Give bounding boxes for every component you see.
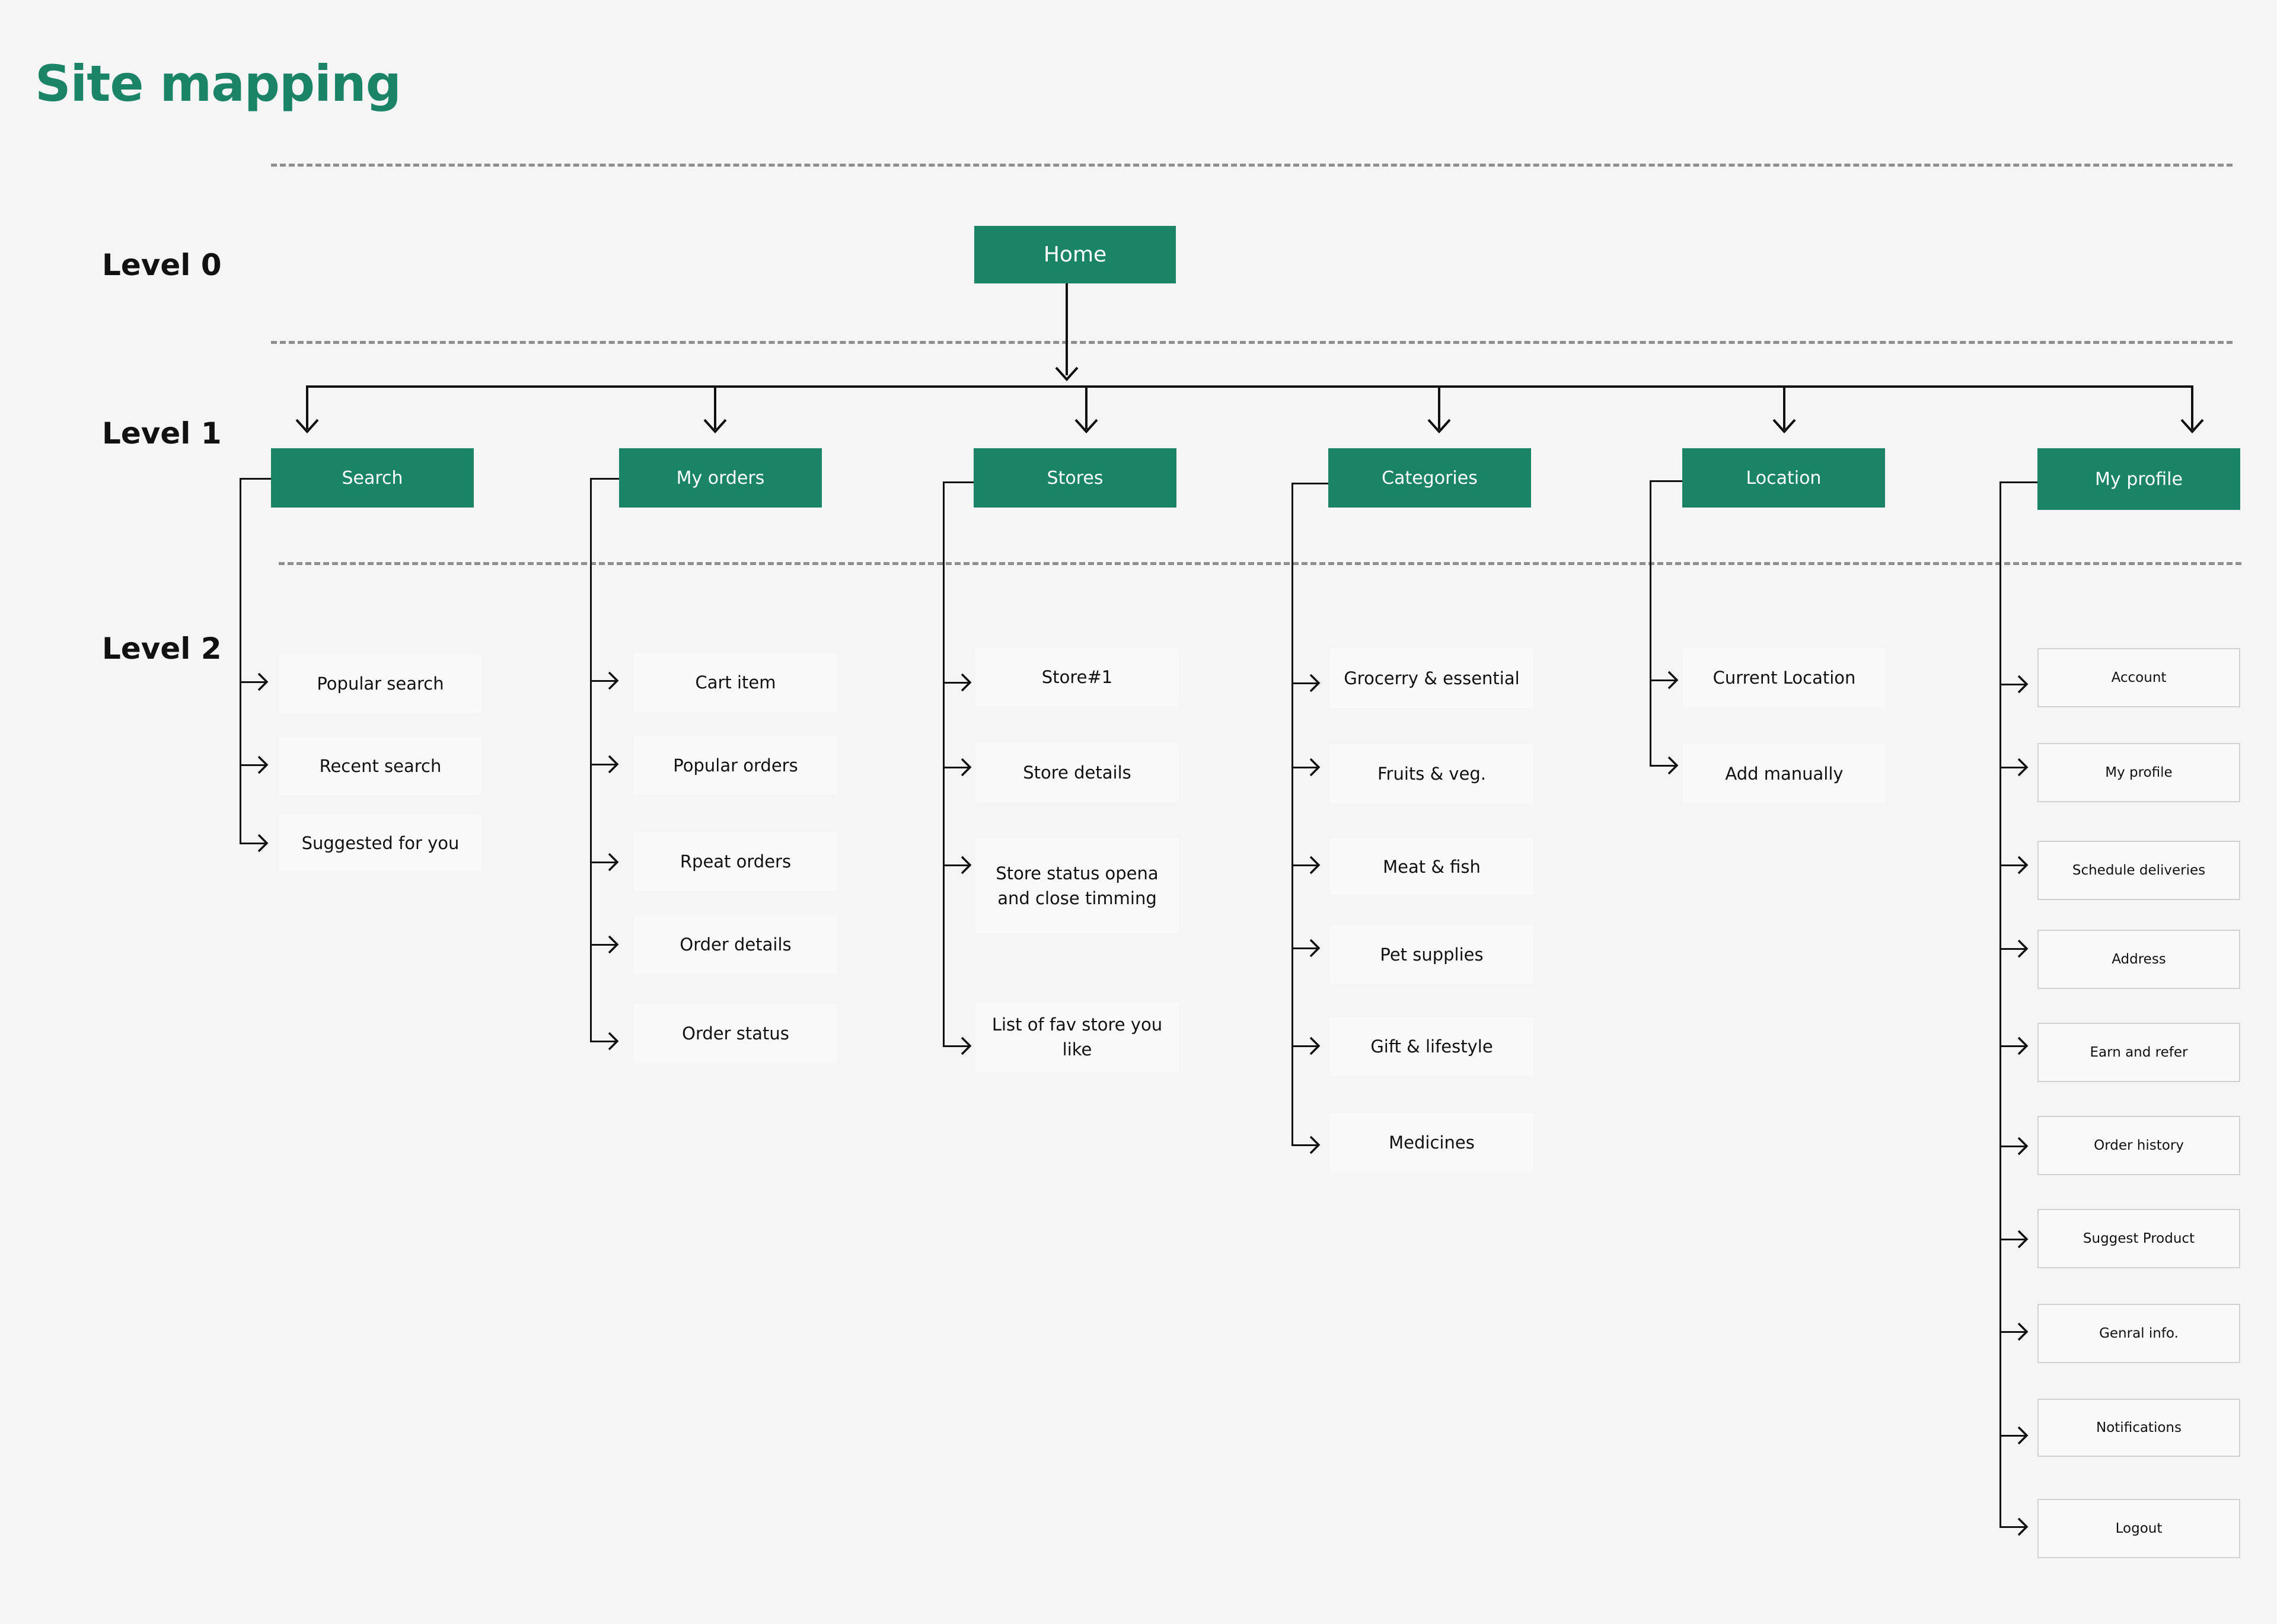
node-notifications[interactable]: Notifications: [2037, 1399, 2240, 1457]
connector-line: [1650, 679, 1677, 681]
connector-line: [943, 682, 970, 684]
node-schedule-deliveries[interactable]: Schedule deliveries: [2037, 841, 2240, 900]
connector-line: [2191, 385, 2193, 429]
node-order-history[interactable]: Order history: [2037, 1116, 2240, 1175]
node-add-manually[interactable]: Add manually: [1683, 745, 1886, 803]
node-gift-lifestyle[interactable]: Gift & lifestyle: [1330, 1017, 1533, 1076]
connector-line: [590, 862, 617, 863]
connector-line: [590, 478, 619, 480]
connector-line: [1999, 948, 2027, 950]
node-current-location[interactable]: Current Location: [1683, 649, 1886, 707]
connector-line: [1999, 1435, 2027, 1437]
node-rpeat-orders[interactable]: Rpeat orders: [634, 832, 837, 891]
page-title: Site mapping: [35, 55, 401, 113]
connector-line: [1291, 682, 1319, 684]
node-my-profile[interactable]: My profile: [2037, 448, 2240, 510]
node-genral-info[interactable]: Genral info.: [2037, 1304, 2240, 1363]
node-suggest-product[interactable]: Suggest Product: [2037, 1209, 2240, 1268]
connector-line: [1650, 765, 1677, 767]
node-address[interactable]: Address: [2037, 930, 2240, 989]
connector-line: [1291, 1045, 1319, 1047]
connector-line: [1291, 483, 1293, 1146]
connector-line: [1999, 1146, 2027, 1147]
node-list-of-fav-store-you-like[interactable]: List of fav store you like: [975, 1002, 1179, 1072]
connector-line: [1291, 483, 1328, 484]
home-node[interactable]: Home: [974, 226, 1176, 283]
connector-line: [1650, 480, 1682, 482]
connector-line: [1999, 864, 2027, 866]
node-meat-fish[interactable]: Meat & fish: [1330, 838, 1533, 895]
node-store-details[interactable]: Store details: [975, 743, 1179, 802]
node-cart-item[interactable]: Cart item: [634, 653, 837, 712]
connector-line: [1650, 480, 1651, 767]
node-grocerry-essential[interactable]: Grocerry & essential: [1330, 649, 1533, 708]
connector-line: [1291, 864, 1319, 866]
node-my-profile[interactable]: My profile: [2037, 743, 2240, 802]
level-divider: [279, 562, 2241, 565]
connector-line: [590, 764, 617, 765]
connector-line: [1066, 283, 1068, 375]
connector-line: [1999, 1331, 2027, 1333]
connector-line: [1999, 481, 2037, 483]
node-recent-search[interactable]: Recent search: [279, 737, 481, 795]
connector-line: [1783, 385, 1785, 429]
node-location[interactable]: Location: [1682, 448, 1885, 508]
connector-line: [943, 481, 974, 483]
level-divider: [271, 341, 2233, 344]
node-order-details[interactable]: Order details: [634, 915, 837, 974]
node-store-1[interactable]: Store#1: [975, 648, 1179, 706]
connector-line: [943, 767, 970, 768]
connector-line: [1999, 481, 2001, 1528]
node-medicines[interactable]: Medicines: [1330, 1113, 1533, 1172]
connector-line: [1291, 947, 1319, 949]
connector-line: [590, 478, 592, 1042]
connector-line: [240, 681, 267, 683]
node-my-orders[interactable]: My orders: [619, 448, 822, 508]
level-1-label: Level 1: [102, 416, 222, 451]
node-categories[interactable]: Categories: [1328, 448, 1531, 508]
connector-line: [1999, 767, 2027, 768]
connector-line: [1085, 385, 1088, 429]
connector-line: [1999, 684, 2027, 685]
level-divider: [271, 164, 2233, 167]
node-order-status[interactable]: Order status: [634, 1004, 837, 1063]
connector-line: [1291, 767, 1319, 768]
connector-line: [240, 478, 241, 844]
node-account[interactable]: Account: [2037, 648, 2240, 707]
connector-line: [1999, 1045, 2027, 1047]
connector-line: [306, 385, 2193, 388]
connector-line: [240, 478, 271, 480]
connector-line: [306, 385, 308, 429]
connector-line: [590, 944, 617, 946]
level-0-label: Level 0: [102, 248, 222, 282]
connector-line: [240, 764, 267, 766]
connector-line: [590, 680, 617, 682]
node-popular-search[interactable]: Popular search: [279, 655, 481, 713]
node-logout[interactable]: Logout: [2037, 1499, 2240, 1558]
node-stores[interactable]: Stores: [974, 448, 1176, 508]
node-search[interactable]: Search: [271, 448, 474, 508]
level-2-label: Level 2: [102, 631, 222, 666]
connector-line: [1999, 1526, 2027, 1528]
node-fruits-veg[interactable]: Fruits & veg.: [1330, 744, 1533, 803]
node-suggested-for-you[interactable]: Suggested for you: [279, 815, 481, 871]
connector-line: [240, 843, 267, 844]
connector-line: [943, 864, 970, 866]
connector-line: [590, 1041, 617, 1042]
connector-line: [1438, 385, 1440, 429]
node-popular-orders[interactable]: Popular orders: [634, 736, 837, 795]
connector-line: [943, 481, 945, 1047]
connector-line: [1291, 1144, 1319, 1146]
connector-line: [714, 385, 716, 429]
node-pet-supplies[interactable]: Pet supplies: [1330, 926, 1533, 984]
connector-line: [1999, 1239, 2027, 1240]
node-earn-and-refer[interactable]: Earn and refer: [2037, 1023, 2240, 1082]
connector-line: [943, 1045, 970, 1047]
node-store-status-opena-and-close-timming[interactable]: Store status opena and close timming: [975, 838, 1179, 933]
